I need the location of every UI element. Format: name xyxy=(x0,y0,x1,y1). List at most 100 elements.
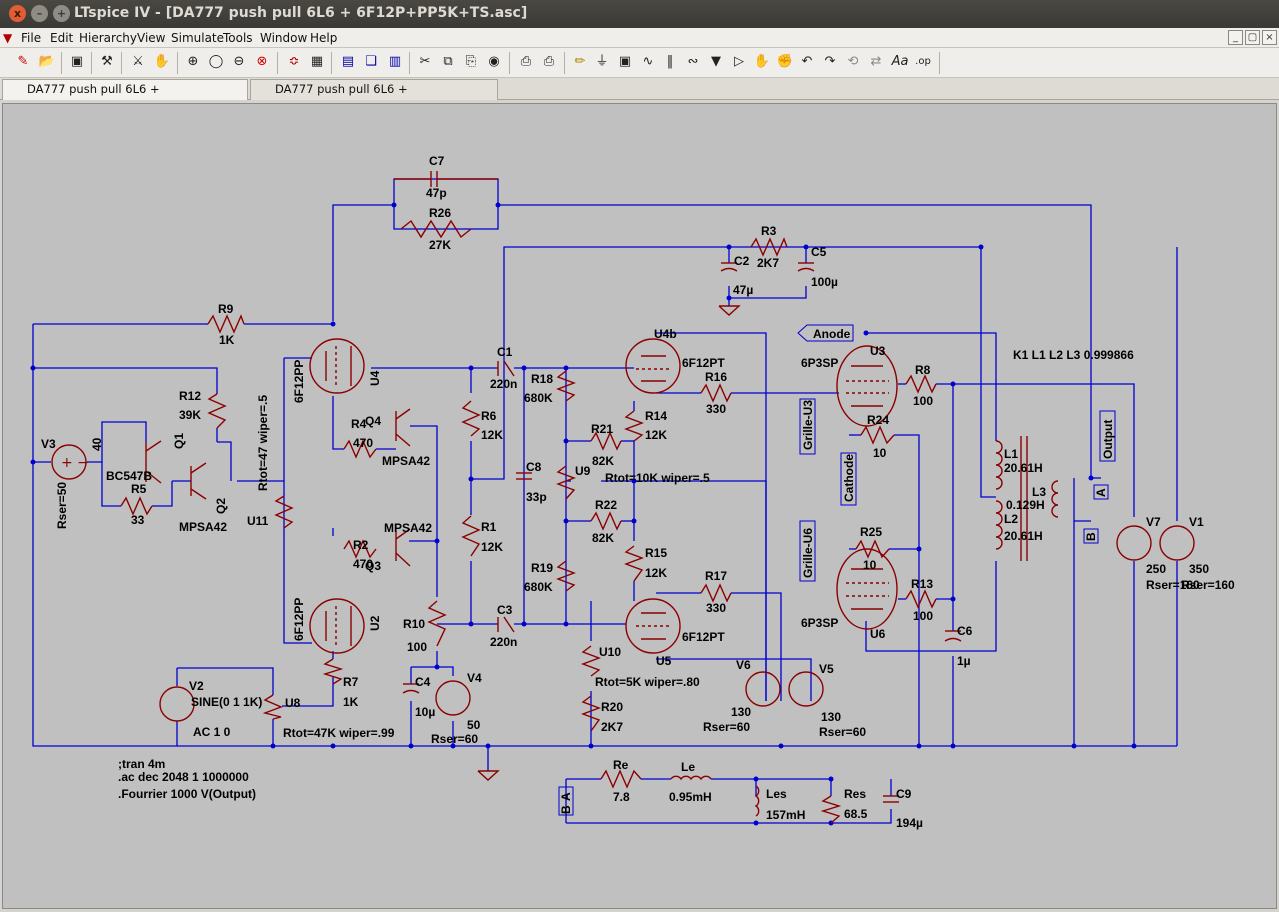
resistor-r17 xyxy=(700,583,732,603)
menu-window[interactable]: Window xyxy=(260,31,308,45)
svg-text:12K: 12K xyxy=(481,540,503,554)
save-icon[interactable]: ▣ xyxy=(70,54,84,69)
tile-vertical-icon[interactable]: ▥ xyxy=(388,54,402,69)
menu-simulate[interactable]: Simulate xyxy=(171,31,225,45)
svg-text:R5: R5 xyxy=(131,482,147,496)
svg-text:Rser=160: Rser=160 xyxy=(1146,578,1200,592)
svg-text:R9: R9 xyxy=(218,302,234,316)
svg-text:R15: R15 xyxy=(645,546,667,560)
svg-text:100: 100 xyxy=(913,609,933,623)
svg-text:U4: U4 xyxy=(368,370,382,386)
minimize-window-button[interactable]: – xyxy=(31,5,48,22)
menu-file[interactable]: File xyxy=(21,31,42,45)
run-icon[interactable]: ⚔ xyxy=(132,54,144,69)
redo-icon[interactable]: ↷ xyxy=(824,54,836,69)
label-net-icon[interactable]: ▣ xyxy=(618,54,632,69)
copy-icon[interactable]: ⧉ xyxy=(443,54,453,69)
coupling-directive[interactable]: K1 L1 L2 L3 0.999866 xyxy=(1013,348,1134,362)
svg-text:12K: 12K xyxy=(645,428,667,442)
new-schematic-icon[interactable]: ✎ xyxy=(17,54,29,69)
svg-text:Rser=60: Rser=60 xyxy=(819,725,866,739)
svg-text:C4: C4 xyxy=(415,675,431,689)
svg-text:50: 50 xyxy=(467,718,481,732)
mirror-icon[interactable]: ⇄ xyxy=(870,54,882,69)
toolbar: ✎ 📂 ▣ ⚒ ⚔ ✋ ⊕ ◯ ⊖ ⊗ ≎ ▦ ▤ ❏ ▥ ✂ ⧉ ⎘ ◉ ⎙ … xyxy=(0,48,1279,78)
mdi-restore-button[interactable]: ▢ xyxy=(1245,30,1260,45)
control-panel-icon[interactable]: ⚒ xyxy=(101,54,113,69)
resistor-u8 xyxy=(262,694,283,720)
spice-directive-icon[interactable]: .op xyxy=(915,56,931,67)
net-label-b-speaker: B xyxy=(559,805,573,814)
resistor-r5 xyxy=(120,496,153,516)
zoom-pan-icon[interactable]: ◯ xyxy=(208,54,224,69)
diode-icon[interactable]: ▼ xyxy=(711,54,721,69)
svg-text:20.61H: 20.61H xyxy=(1004,461,1043,475)
svg-text:2K7: 2K7 xyxy=(757,256,779,270)
zoom-in-icon[interactable]: ⊕ xyxy=(187,54,199,69)
halt-icon[interactable]: ✋ xyxy=(153,54,171,69)
svg-text:20.61H: 20.61H xyxy=(1004,529,1043,543)
cascade-icon[interactable]: ❏ xyxy=(365,54,377,69)
svg-text:10µ: 10µ xyxy=(415,705,435,719)
inductor-icon[interactable]: ∾ xyxy=(687,54,699,69)
svg-text:U4b: U4b xyxy=(654,327,677,341)
resistor-u11 xyxy=(274,495,294,529)
resistor-icon[interactable]: ∿ xyxy=(642,54,654,69)
schematic-drawing[interactable]: + − Anode Grille-U3 xyxy=(3,104,1276,908)
resistor-u9 xyxy=(556,465,576,500)
paste-icon[interactable]: ⎘ xyxy=(465,54,477,69)
svg-text:27K: 27K xyxy=(429,238,451,252)
svg-text:12K: 12K xyxy=(645,566,667,580)
svg-text:R25: R25 xyxy=(860,525,882,539)
menu-view[interactable]: View xyxy=(137,31,166,45)
drag-icon[interactable]: ✊ xyxy=(776,54,794,69)
mdi-minimize-button[interactable]: _ xyxy=(1228,30,1243,45)
tab-schematic[interactable]: DA777 push pull 6L6 + 6F12P+PP5K+TS.asc xyxy=(2,79,248,115)
menu-help[interactable]: Help xyxy=(310,31,338,45)
svg-text:C8: C8 xyxy=(526,460,542,474)
svg-text:Q1: Q1 xyxy=(172,433,186,449)
close-window-button[interactable]: x xyxy=(9,5,26,22)
svg-text:U3: U3 xyxy=(870,344,886,358)
ground-icon[interactable]: ⏚ xyxy=(595,54,609,69)
zoom-out-icon[interactable]: ⊖ xyxy=(233,54,245,69)
component-icon[interactable]: ▷ xyxy=(734,54,744,69)
wire-icon[interactable]: ✏ xyxy=(574,54,586,69)
schematic-canvas[interactable]: + − Anode Grille-U3 xyxy=(2,103,1277,909)
view-fit-icon[interactable]: ▦ xyxy=(310,54,324,69)
spice-directive-fourier[interactable]: .Fourrier 1000 V(Output) xyxy=(118,787,256,801)
find-icon[interactable]: ◉ xyxy=(488,54,500,69)
zoom-cancel-icon[interactable]: ⊗ xyxy=(256,54,268,69)
menu-tools[interactable]: Tools xyxy=(223,31,253,45)
mdi-close-button[interactable]: × xyxy=(1262,30,1277,45)
capacitor-icon[interactable]: ‖ xyxy=(666,54,674,69)
menu-edit[interactable]: Edit xyxy=(50,31,74,45)
print-preview-icon[interactable]: ⎙ xyxy=(520,54,532,69)
undo-icon[interactable]: ↶ xyxy=(801,54,813,69)
svg-text:130: 130 xyxy=(821,710,841,724)
maximize-window-button[interactable]: + xyxy=(53,5,70,22)
svg-text:L3: L3 xyxy=(1032,485,1046,499)
svg-text:12K: 12K xyxy=(481,428,503,442)
rotate-icon[interactable]: ⟲ xyxy=(847,54,859,69)
move-icon[interactable]: ✋ xyxy=(753,54,771,69)
spice-directive-ac[interactable]: .ac dec 2048 1 1000000 xyxy=(118,770,249,784)
menu-hierarchy[interactable]: Hierarchy xyxy=(79,31,138,45)
text-icon[interactable]: Aa xyxy=(891,54,909,69)
autorange-icon[interactable]: ≎ xyxy=(288,54,300,69)
svg-text:U11: U11 xyxy=(247,514,269,528)
resistor-r7 xyxy=(322,658,344,685)
open-icon[interactable]: 📂 xyxy=(38,54,56,69)
resistor-r26 xyxy=(400,219,472,239)
spice-directive-tran[interactable]: ;tran 4m xyxy=(118,757,165,771)
resistor-r1 xyxy=(461,515,481,557)
tab-raw[interactable]: DA777 push pull 6L6 + 6F12P+PP5K+TS.raw xyxy=(250,79,498,115)
cut-icon[interactable]: ✂ xyxy=(419,54,431,69)
print-icon[interactable]: ⎙ xyxy=(543,54,555,69)
tile-horizontal-icon[interactable]: ▤ xyxy=(341,54,355,69)
svg-text:350: 350 xyxy=(1189,562,1209,576)
resistor-r16 xyxy=(700,383,732,403)
svg-text:C7: C7 xyxy=(429,154,445,168)
app-menu-icon[interactable]: ▼ xyxy=(3,31,13,45)
component-labels: C7 47p R26 27K R3 2K7 C2 47µ C5 100µ R9 … xyxy=(41,154,1235,830)
